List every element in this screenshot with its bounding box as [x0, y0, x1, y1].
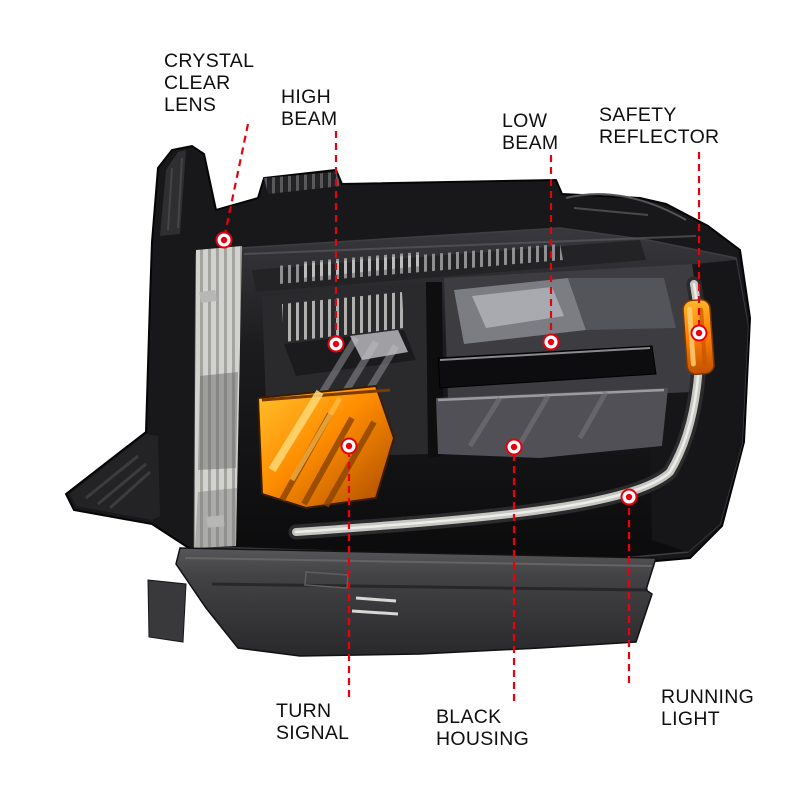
mounting-bracket-left: [70, 434, 160, 520]
callout-label-low-beam: LOW BEAM: [502, 110, 559, 154]
top-tab: [264, 172, 687, 221]
callout-label-crystal-clear-lens: CRYSTAL CLEAR LENS: [164, 50, 255, 116]
turn-signal-lens: [256, 384, 396, 510]
led-low-beam-bar: [437, 345, 657, 389]
mounting-fin: [160, 150, 186, 236]
callout-label-turn-signal: TURN SIGNAL: [276, 700, 350, 744]
callout-label-black-housing: BLACK HOUSING: [436, 706, 530, 750]
lower-housing-cover: [147, 547, 658, 657]
lower-facet-band: [436, 388, 668, 458]
callout-label-running-light: RUNNING LIGHT: [661, 686, 755, 730]
side-reflector: [682, 299, 715, 376]
callout-label-high-beam: HIGH BEAM: [281, 86, 338, 130]
lens-striated-band: [194, 246, 242, 548]
callout-label-safety-reflector: SAFETY REFLECTOR: [599, 104, 720, 148]
drl-strip: [252, 240, 646, 292]
